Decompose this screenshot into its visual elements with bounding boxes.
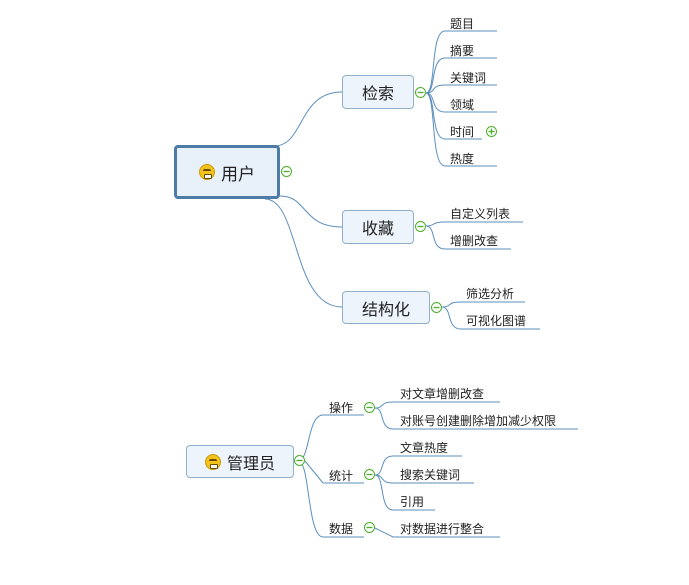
collapse-toggle-icon[interactable] (364, 522, 375, 533)
leaf-title[interactable]: 题目 (450, 17, 475, 31)
leaf-account-permissions[interactable]: 对账号创建删除增加减少权限 (400, 414, 557, 428)
root-node-user[interactable]: 用户 (174, 145, 280, 199)
root-label: 管理员 (226, 453, 275, 473)
collapse-toggle-icon[interactable] (431, 302, 442, 313)
leaf-citation[interactable]: 引用 (400, 495, 425, 509)
connector-search-leaf-0 (425, 30, 497, 94)
collapse-toggle-icon[interactable] (415, 221, 426, 232)
collapse-toggle-icon[interactable] (364, 402, 375, 413)
root-node-admin[interactable]: 管理员 (186, 445, 294, 478)
collapse-toggle-icon[interactable] (364, 469, 375, 480)
connector-admin-data (298, 461, 324, 538)
connector-search-leaf-1 (425, 57, 497, 94)
connector-statistics-leaf-0 (374, 455, 462, 476)
leaf-visual-graph[interactable]: 可视化图谱 (466, 314, 527, 328)
connector-user-search (273, 91, 343, 147)
leaf-filter-analysis[interactable]: 筛选分析 (466, 287, 515, 301)
branch-label: 检索 (361, 84, 394, 103)
leaf-search-keyword[interactable]: 搜索关键词 (400, 468, 461, 482)
root-label: 用户 (221, 164, 255, 185)
connector-operation-leaf-1 (374, 407, 578, 430)
connector-admin-operation (298, 414, 324, 461)
connector-user-favorites (279, 195, 343, 228)
leaf-popularity[interactable]: 热度 (450, 152, 475, 166)
connector-structure-leaf-0 (441, 301, 525, 308)
connector-search-leaf-5 (425, 92, 497, 167)
connector-structure-leaf-1 (441, 306, 540, 330)
collapse-toggle-icon[interactable] (281, 166, 292, 177)
branch-label-statistics[interactable]: 统计 (329, 469, 354, 483)
connector-admin-statistics (304, 460, 324, 484)
worried-emoji-icon (204, 453, 221, 470)
leaf-article-crud[interactable]: 对文章增删改查 (400, 387, 485, 401)
leaf-article-popularity[interactable]: 文章热度 (400, 441, 449, 455)
leaf-time[interactable]: 时间 (450, 125, 475, 139)
branch-label: 收藏 (361, 219, 394, 238)
branch-label: 结构化 (361, 299, 410, 319)
connector-data-leaf-0 (374, 527, 500, 538)
branch-label-data[interactable]: 数据 (329, 522, 354, 536)
collapse-toggle-icon[interactable] (415, 87, 426, 98)
connector-search-leaf-2 (425, 84, 497, 94)
leaf-keyword[interactable]: 关键词 (450, 71, 487, 85)
connector-statistics-leaf-1 (374, 474, 474, 484)
leaf-crud[interactable]: 增删改查 (450, 234, 499, 248)
connector-favorites-leaf-0 (425, 221, 523, 227)
connector-operation-leaf-0 (374, 401, 500, 409)
leaf-abstract[interactable]: 摘要 (450, 44, 475, 58)
branch-label-operation[interactable]: 操作 (329, 401, 354, 415)
leaf-field[interactable]: 领域 (450, 98, 475, 112)
connector-statistics-leaf-2 (374, 474, 435, 511)
branch-node-favorites[interactable]: 收藏 (342, 210, 414, 244)
expand-toggle-icon[interactable] (486, 126, 497, 137)
collapse-toggle-icon[interactable] (294, 455, 305, 466)
grin-emoji-icon (199, 164, 215, 180)
branch-node-search[interactable]: 检索 (342, 75, 414, 109)
connector-user-structure (264, 198, 343, 308)
branch-node-structure[interactable]: 结构化 (342, 291, 430, 324)
connector-favorites-leaf-1 (425, 225, 511, 250)
leaf-data-integration[interactable]: 对数据进行整合 (400, 522, 485, 536)
leaf-custom-list[interactable]: 自定义列表 (450, 207, 511, 221)
